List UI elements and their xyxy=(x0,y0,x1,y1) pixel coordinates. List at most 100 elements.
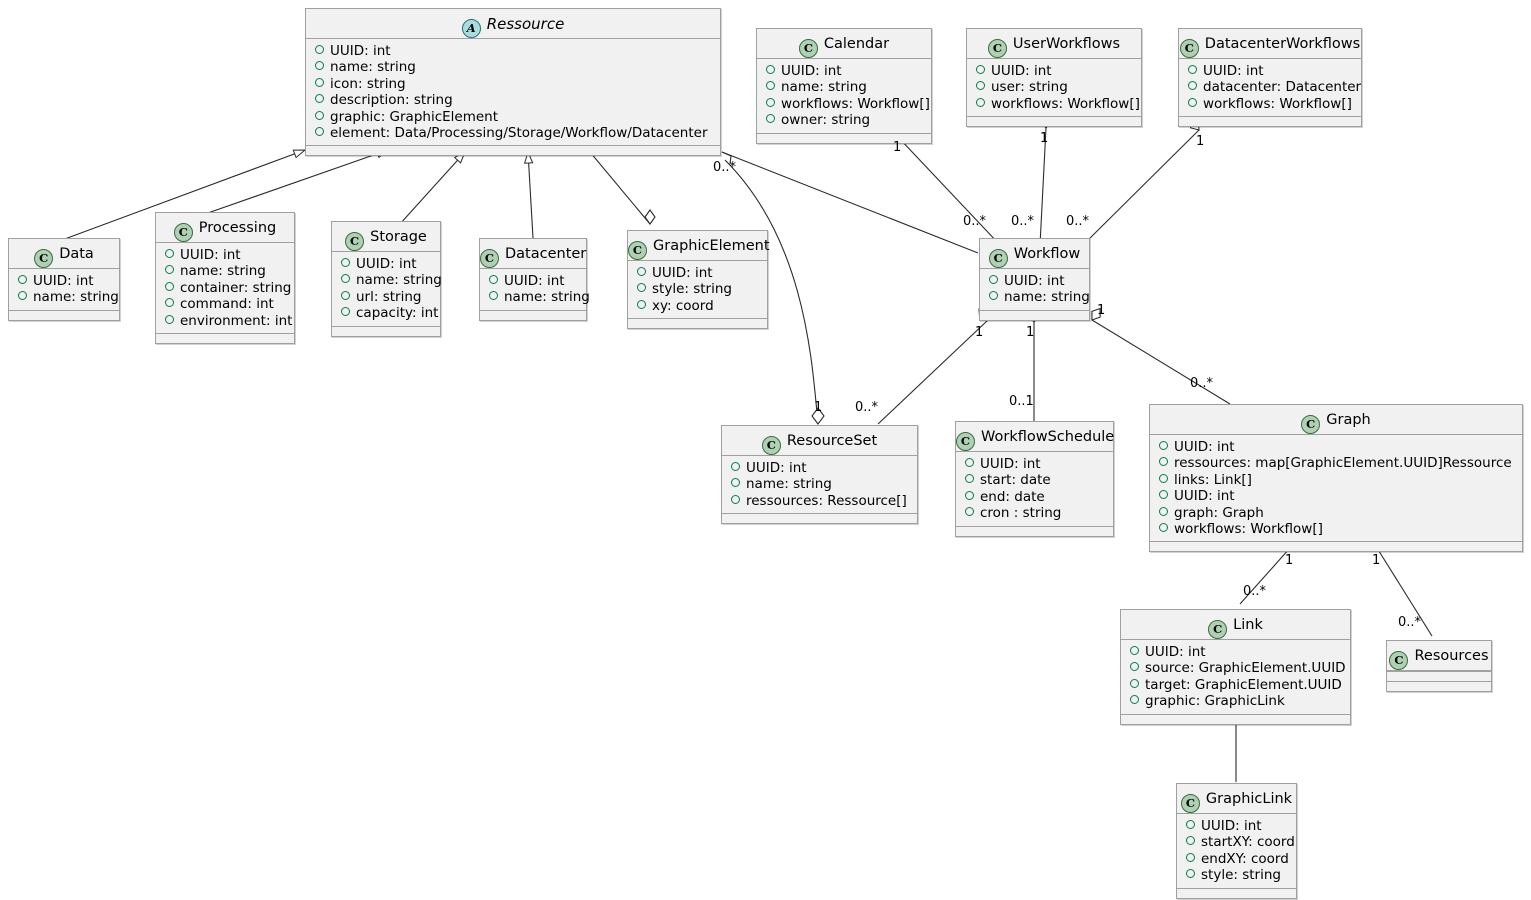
class-stereotype-icon: C xyxy=(956,432,975,451)
class-footer xyxy=(1179,116,1361,127)
attribute-text: workflows: Workflow[] xyxy=(1174,521,1323,538)
class-attributes-graph: UUID: int ressources: map[GraphicElement… xyxy=(1150,435,1522,541)
class-attributes-datacenterworkflows: UUID: int datacenter: Datacenter workflo… xyxy=(1179,59,1361,116)
class-footer xyxy=(480,309,586,320)
class-attributes-processing: UUID: int name: string container: string… xyxy=(156,243,294,333)
attribute-row: links: Link[] xyxy=(1150,472,1522,488)
class-stereotype-icon: C xyxy=(1301,415,1321,434)
attribute-text: source: GraphicElement.UUID xyxy=(1145,660,1346,677)
visibility-public-icon xyxy=(315,94,324,104)
visibility-public-icon xyxy=(1186,852,1195,862)
class-footer xyxy=(956,525,1113,536)
attribute-row: workflows: Workflow[] xyxy=(967,96,1141,112)
attribute-row: startXY: coord xyxy=(1177,834,1296,850)
class-footer xyxy=(332,325,440,336)
class-footer xyxy=(1150,541,1522,552)
attribute-text: name: string xyxy=(504,289,590,306)
multiplicity-label: 1 xyxy=(1196,134,1205,149)
visibility-public-icon xyxy=(766,65,775,74)
attribute-row: target: GraphicElement.UUID xyxy=(1121,677,1350,693)
multiplicity-label: 0..* xyxy=(963,214,987,229)
attribute-row: graphic: GraphicElement xyxy=(306,109,720,125)
attribute-row: UUID: int xyxy=(156,247,294,263)
attribute-text: url: string xyxy=(356,288,422,305)
class-stereotype-icon: C xyxy=(173,223,193,242)
attribute-text: owner: string xyxy=(781,112,871,129)
attribute-row: UUID: int xyxy=(480,273,586,289)
class-title-calendar: Calendar xyxy=(823,36,890,52)
attribute-row: workflows: Workflow[] xyxy=(1179,96,1361,112)
attribute-row: workflows: Workflow[] xyxy=(757,96,931,112)
attribute-text: capacity: int xyxy=(356,305,439,322)
attribute-text: UUID: int xyxy=(991,63,1052,79)
attribute-row: UUID: int xyxy=(9,273,119,289)
multiplicity-label: 0..1 xyxy=(1009,394,1034,409)
attribute-text: UUID: int xyxy=(504,273,565,289)
attribute-row: style: string xyxy=(628,281,767,297)
attribute-text: ressources: map[GraphicElement.UUID]Ress… xyxy=(1174,455,1512,472)
visibility-public-icon xyxy=(965,474,974,484)
attribute-text: UUID: int xyxy=(180,247,241,263)
class-footer xyxy=(628,318,767,329)
class-stereotype-icon: C xyxy=(1179,39,1199,58)
attribute-text: UUID: int xyxy=(980,456,1041,472)
attribute-text: UUID: int xyxy=(1203,63,1264,79)
attribute-row: UUID: int xyxy=(722,460,917,476)
visibility-public-icon xyxy=(766,81,775,91)
class-attributes-ressource: UUID: int name: string icon: string desc… xyxy=(306,39,720,145)
attribute-row: container: string xyxy=(156,280,294,296)
visibility-public-icon xyxy=(165,281,174,291)
class-stereotype-icon: C xyxy=(628,241,647,260)
attribute-row: source: GraphicElement.UUID xyxy=(1121,660,1350,676)
class-title-resources: Resources xyxy=(1414,648,1489,664)
visibility-public-icon xyxy=(165,265,174,275)
visibility-public-icon xyxy=(989,275,998,284)
attribute-row: name: string xyxy=(9,289,119,305)
visibility-public-icon xyxy=(1130,662,1139,672)
class-footer xyxy=(967,116,1141,127)
class-footer xyxy=(757,132,931,143)
attribute-row: cron : string xyxy=(956,505,1113,521)
class-footer xyxy=(980,309,1089,320)
class-title-data: Data xyxy=(59,246,94,262)
class-attributes-resources xyxy=(1387,671,1491,681)
attribute-row: end: date xyxy=(956,489,1113,505)
attribute-text: UUID: int xyxy=(33,273,94,289)
attribute-row: owner: string xyxy=(757,112,931,128)
attribute-text: graph: Graph xyxy=(1174,504,1264,521)
multiplicity-label: 1 xyxy=(975,325,984,340)
visibility-public-icon xyxy=(1188,81,1197,91)
attribute-text: end: date xyxy=(980,488,1045,505)
attribute-text: UUID: int xyxy=(1174,439,1235,455)
attribute-text: icon: string xyxy=(330,75,406,92)
attribute-row: UUID: int xyxy=(967,63,1141,79)
attribute-row: url: string xyxy=(332,289,440,305)
class-stereotype-icon: C xyxy=(988,249,1008,268)
attribute-text: UUID: int xyxy=(330,43,391,59)
class-attributes-workflow: UUID: int name: string xyxy=(980,269,1090,310)
class-footer xyxy=(156,333,294,344)
class-stereotype-icon: C xyxy=(345,232,365,251)
